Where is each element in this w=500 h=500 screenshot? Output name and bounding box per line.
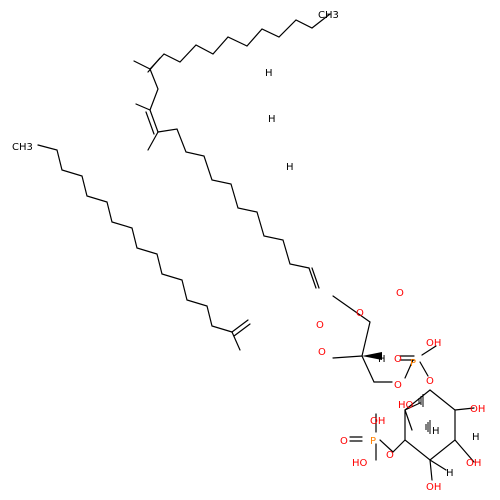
atom-label-o-ester-top: O (356, 308, 364, 319)
phosphate-group-1 (399, 345, 437, 379)
atom-label-h-ring-3: H (446, 468, 454, 479)
atom-label-p-2: P (370, 436, 376, 447)
atom-label-ch3-top: CH3 (318, 10, 339, 21)
atom-label-o-ester-left: O (318, 347, 326, 358)
atom-label-oh-phosphate-1: OH (426, 338, 441, 349)
atom-label-oh-ring-lower-right: OH (466, 458, 481, 469)
atom-label-oh-phosphate-2-top: OH (370, 416, 385, 427)
atom-label-o-phosphate-2-double: O (340, 436, 348, 447)
phosphate-group-2 (349, 413, 394, 461)
palmitoyl-chain (37, 144, 251, 351)
atom-label-p-1: P (410, 358, 416, 369)
atom-label-o-carbonyl-left: O (316, 320, 324, 331)
atom-label-o-phosphate-1-ring: O (426, 376, 434, 387)
atom-label-ho-phosphate-2: HO (352, 458, 368, 469)
atom-label-o-ring-left: O (386, 450, 394, 461)
atom-label-o-glycerol: O (394, 380, 402, 391)
linoleoyl-chain (133, 13, 331, 289)
atom-label-h-1: H (265, 68, 273, 79)
atom-label-oh-ring-right: OH (470, 404, 485, 415)
atom-label-h-ring-1: H (432, 426, 440, 437)
atom-label-o-carbonyl-top: O (396, 288, 404, 299)
atom-label-ho-ring: HO (398, 400, 414, 411)
atom-label-ch3-left: CH3 (12, 142, 33, 153)
atom-label-o-phosphate-1-double: O (394, 354, 402, 365)
atom-label-h-3: H (286, 162, 294, 173)
atom-label-h-ring-2: H (472, 432, 480, 443)
glycerol-backbone (332, 295, 393, 383)
atom-label-h-2: H (268, 114, 276, 125)
inositol-ring (392, 389, 475, 481)
atom-label-oh-ring-bottom: OH (426, 482, 441, 493)
atom-label-h-glycerol: H (378, 354, 386, 365)
